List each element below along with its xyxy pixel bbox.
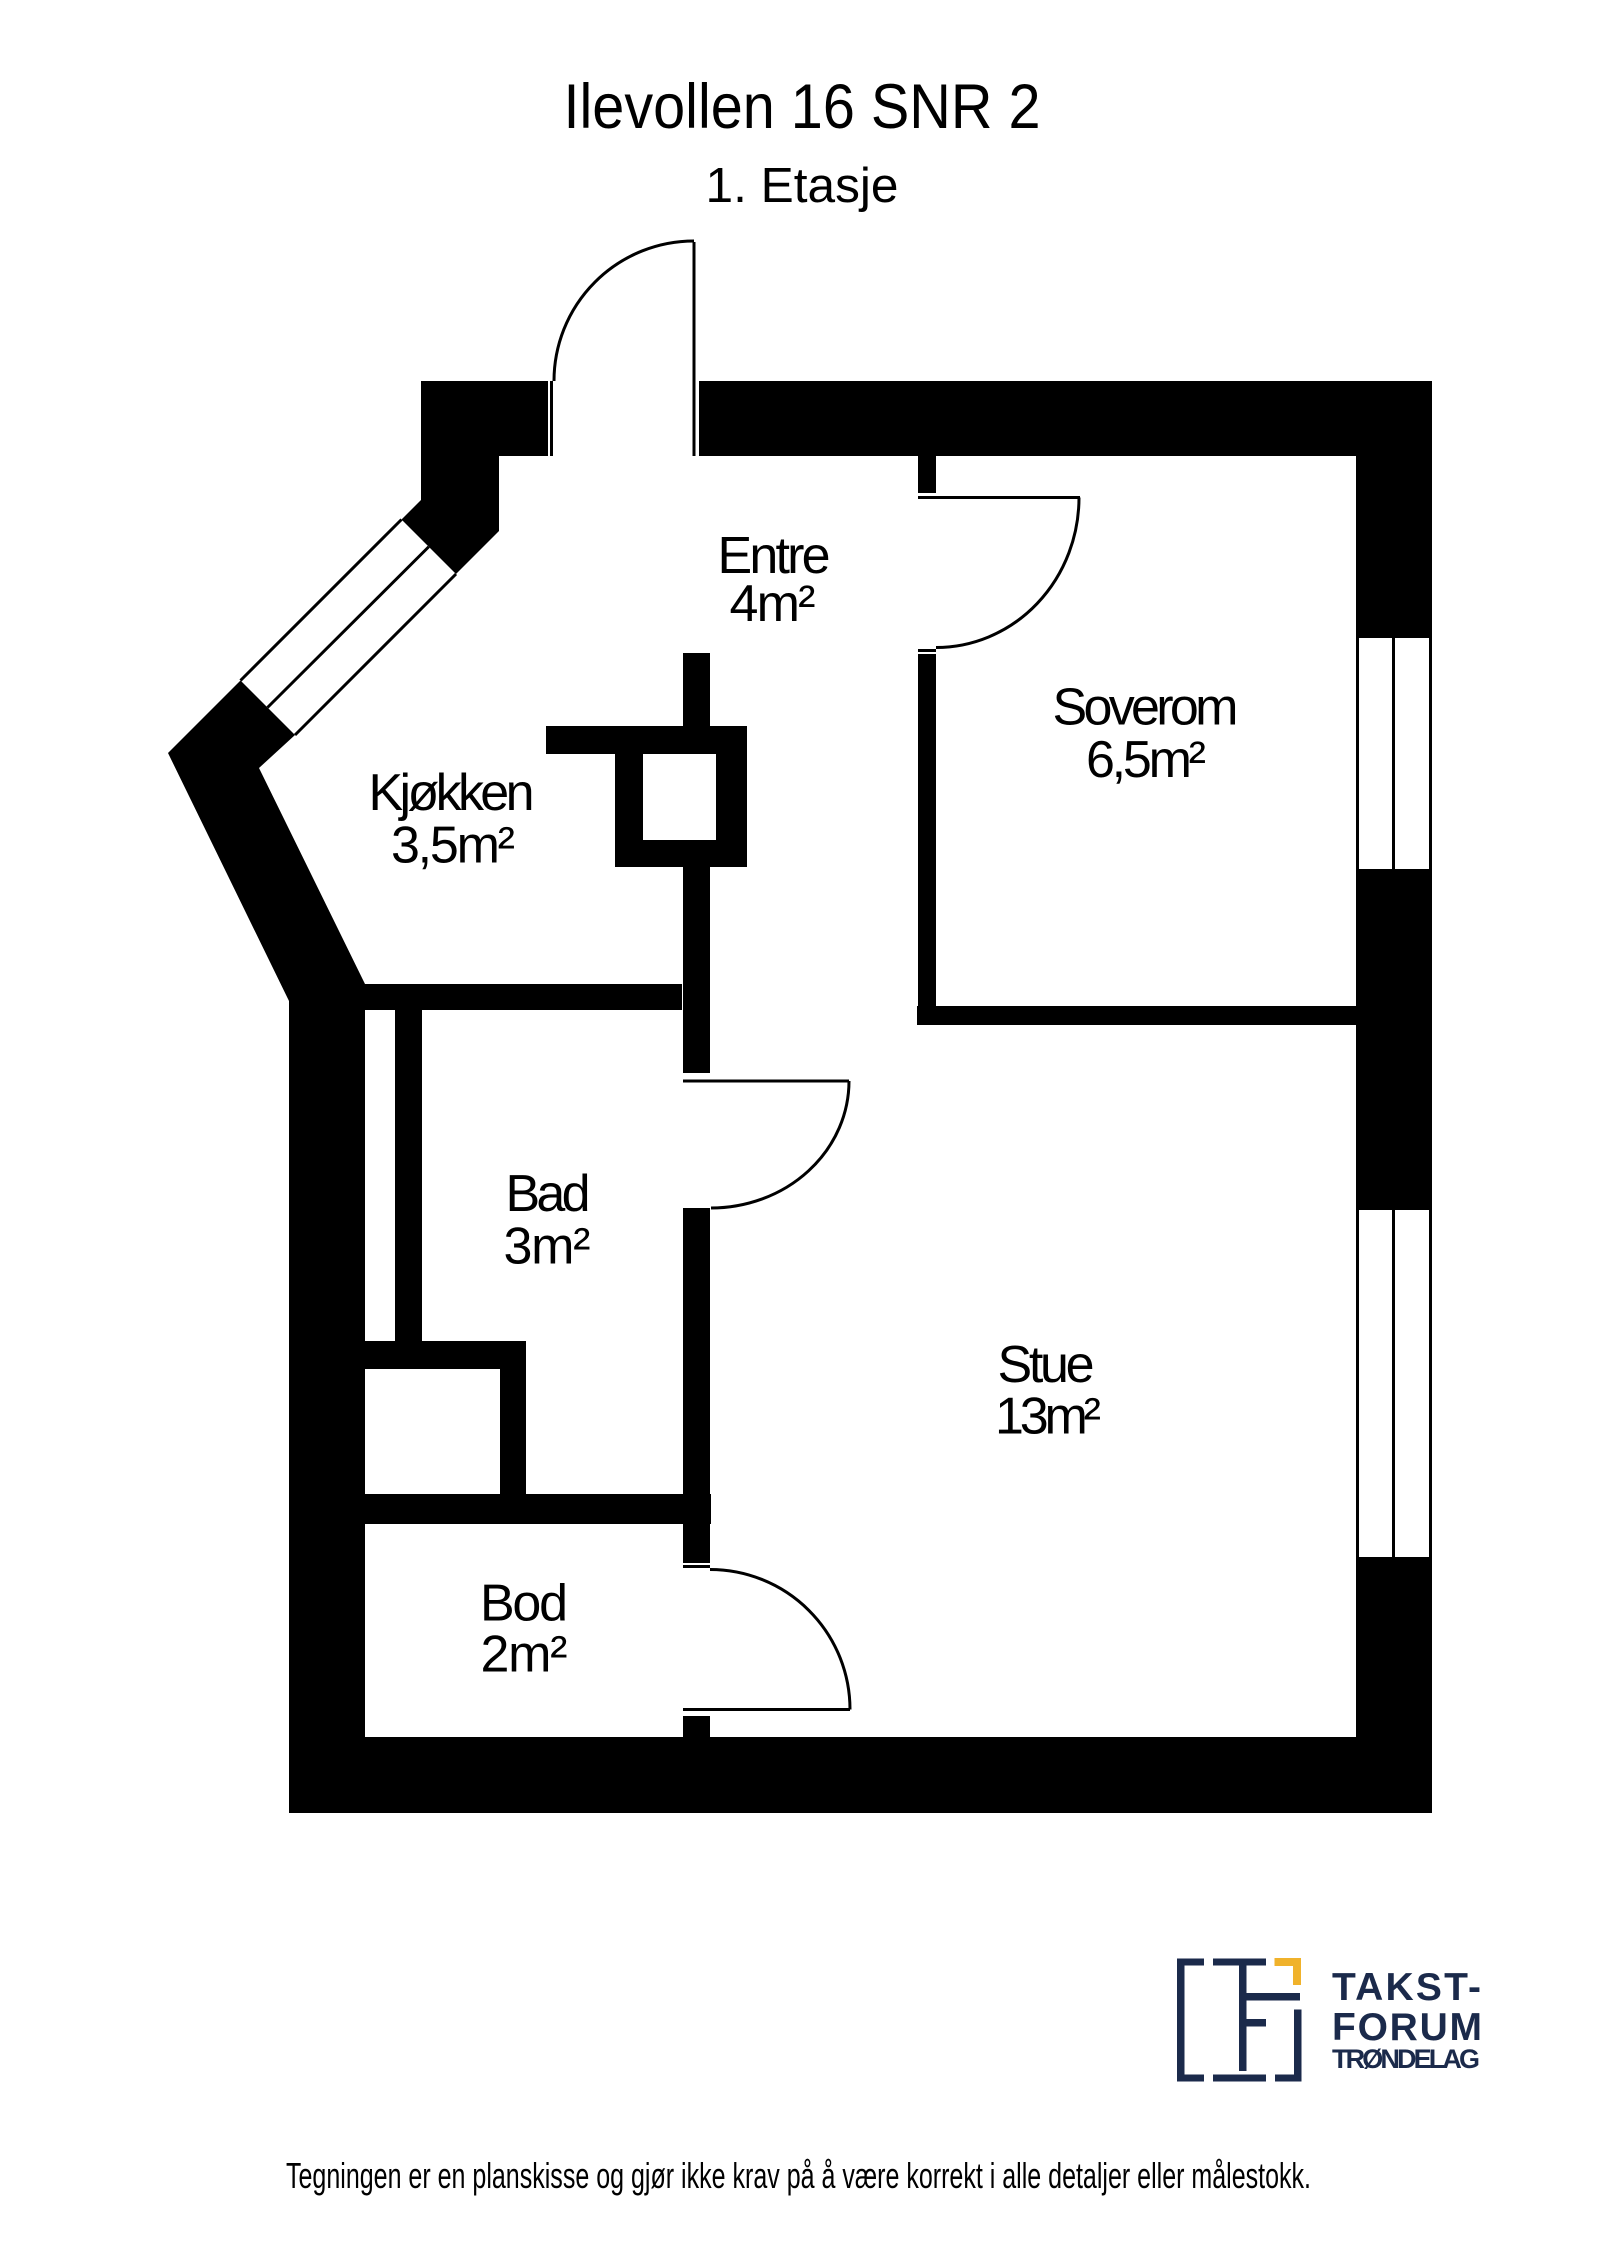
svg-text:Stue: Stue — [998, 1336, 1095, 1394]
svg-text:Ilevollen 16 SNR 2: Ilevollen 16 SNR 2 — [564, 72, 1041, 142]
svg-text:TRØNDELAG: TRØNDELAG — [1332, 2044, 1480, 2074]
svg-text:3,5m²: 3,5m² — [391, 817, 515, 875]
svg-text:4m²: 4m² — [730, 575, 816, 633]
svg-text:Bod: Bod — [480, 1575, 568, 1633]
svg-text:1. Etasje: 1. Etasje — [706, 159, 899, 213]
svg-text:Bad: Bad — [506, 1165, 591, 1223]
svg-text:Kjøkken: Kjøkken — [369, 764, 535, 822]
svg-text:2m²: 2m² — [481, 1626, 568, 1684]
svg-text:Soverom: Soverom — [1053, 679, 1239, 737]
svg-text:Tegningen er en planskisse og: Tegningen er en planskisse og gjør ikke … — [286, 2155, 1311, 2196]
svg-text:6,5m²: 6,5m² — [1086, 731, 1206, 789]
svg-text:3m²: 3m² — [504, 1218, 591, 1276]
svg-text:TAKST-: TAKST- — [1332, 1966, 1481, 2009]
svg-text:FORUM: FORUM — [1332, 2006, 1482, 2049]
svg-text:Entre: Entre — [718, 527, 831, 585]
svg-text:13m²: 13m² — [995, 1388, 1101, 1446]
